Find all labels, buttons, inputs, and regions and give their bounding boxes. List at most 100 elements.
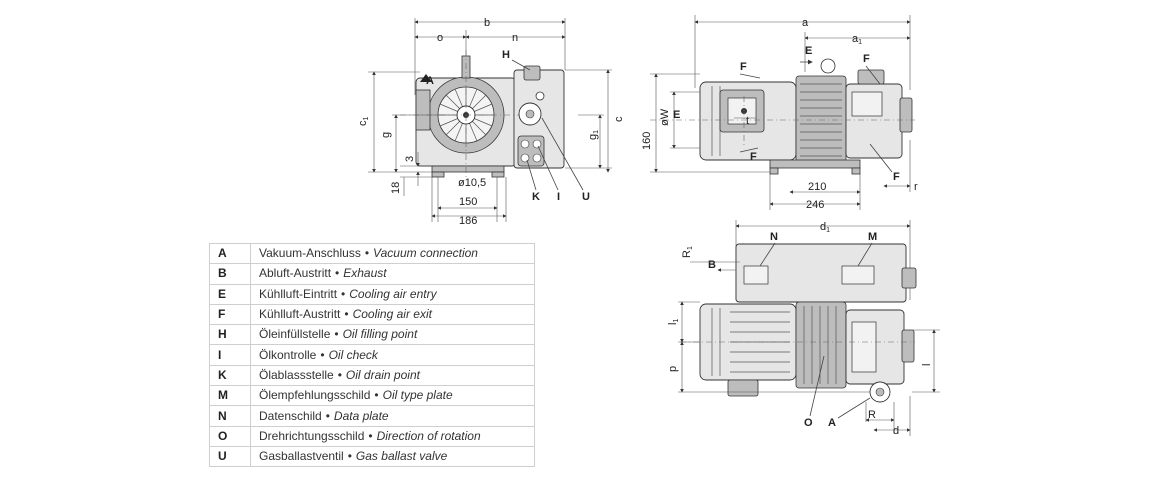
legend-de: Drehrichtungsschild xyxy=(259,428,365,443)
dim-c1: c1 xyxy=(357,117,370,127)
dim-R: R xyxy=(868,409,876,421)
legend-en: Exhaust xyxy=(343,266,387,281)
label-A-top: A xyxy=(828,417,836,429)
dim-210: 210 xyxy=(808,181,826,193)
legend-separator: • xyxy=(368,428,373,443)
legend-row: F Kühlluft-Austritt•Cooling air exit xyxy=(209,303,535,326)
legend-en: Oil drain point xyxy=(345,367,420,382)
dim-b: b xyxy=(484,17,490,29)
legend-separator: • xyxy=(325,408,330,423)
side-view: a a1 xyxy=(641,15,918,211)
legend-code: N xyxy=(209,405,251,427)
dim-186: 186 xyxy=(459,215,477,227)
label-H: H xyxy=(502,49,510,61)
dim-160: 160 xyxy=(641,132,653,150)
dim-c: c xyxy=(613,116,625,122)
dim-246: 246 xyxy=(806,199,824,211)
dim-n: n xyxy=(512,32,518,44)
legend-de: Ölablassstelle xyxy=(259,367,334,382)
legend-de: Öleinfüllstelle xyxy=(259,327,331,342)
legend-description: Drehrichtungsschild•Direction of rotatio… xyxy=(250,425,535,447)
dim-d: d xyxy=(893,425,899,437)
legend-separator: • xyxy=(344,307,349,322)
label-N: N xyxy=(770,231,778,243)
front-view: b o n xyxy=(357,17,625,227)
legend-de: Gasballastventil xyxy=(259,449,344,464)
dim-g1: g1 xyxy=(587,130,600,140)
dim-ow: øW xyxy=(659,108,671,126)
legend-description: Ölkontrolle•Oil check xyxy=(250,344,535,366)
legend-de: Datenschild xyxy=(259,408,322,423)
dim-g: g xyxy=(380,132,392,138)
dim-p: p xyxy=(667,366,679,372)
legend-description: Ölempfehlungsschild•Oil type plate xyxy=(250,385,535,407)
label-F-top-right: F xyxy=(863,53,870,65)
dim-t: t xyxy=(746,115,749,127)
dim-a: a xyxy=(802,17,809,29)
legend-de: Kühlluft-Austritt xyxy=(259,307,341,322)
legend-de: Ölkontrolle xyxy=(259,347,317,362)
label-B: B xyxy=(708,259,716,271)
legend-de: Vakuum-Anschluss xyxy=(259,246,361,261)
legend-code: A xyxy=(209,242,251,265)
legend-en: Oil filling point xyxy=(342,327,418,342)
dim-a1: a1 xyxy=(852,33,862,46)
legend-de: Ölempfehlungsschild xyxy=(259,388,371,403)
legend-en: Oil check xyxy=(328,347,378,362)
label-O: O xyxy=(804,417,813,429)
top-view: d1 N M B R1 xyxy=(667,220,940,437)
legend-en: Oil type plate xyxy=(382,388,453,403)
legend-description: Vakuum-Anschluss•Vacuum connection xyxy=(250,242,535,265)
legend-en: Cooling air exit xyxy=(352,307,432,322)
legend-description: Kühlluft-Eintritt•Cooling air entry xyxy=(250,283,535,305)
legend-description: Gasballastventil•Gas ballast valve xyxy=(250,445,535,468)
legend-en: Gas ballast valve xyxy=(355,449,448,464)
legend-code: B xyxy=(209,263,251,285)
legend-code: H xyxy=(209,324,251,346)
legend-separator: • xyxy=(320,347,325,362)
dim-l1: l1 xyxy=(667,319,680,325)
legend-description: Abluft-Austritt•Exhaust xyxy=(250,263,535,285)
legend-description: Datenschild•Data plate xyxy=(250,405,535,427)
legend-code: F xyxy=(209,303,251,326)
label-F-top-left: F xyxy=(740,61,747,73)
dim-3: 3 xyxy=(404,156,416,162)
legend-code: K xyxy=(209,364,251,387)
dim-hole: ø10,5 xyxy=(458,177,486,189)
label-F-bottom-left: F xyxy=(750,151,757,163)
legend-separator: • xyxy=(341,286,346,301)
label-E-mid: E xyxy=(673,109,680,121)
legend-de: Kühlluft-Eintritt xyxy=(259,286,338,301)
dim-18: 18 xyxy=(390,182,402,194)
dim-o: o xyxy=(437,32,443,44)
legend-separator: • xyxy=(337,367,342,382)
legend-row: H Öleinfüllstelle•Oil filling point xyxy=(209,324,535,346)
label-F-bottom-right: F xyxy=(893,171,900,183)
dim-d1: d1 xyxy=(820,221,830,234)
legend-separator: • xyxy=(335,266,340,281)
legend-code: I xyxy=(209,344,251,366)
legend-separator: • xyxy=(364,246,370,261)
legend-code: O xyxy=(209,425,251,447)
legend-en: Data plate xyxy=(333,408,389,423)
legend-separator: • xyxy=(334,327,339,342)
legend-description: Ölablassstelle•Oil drain point xyxy=(250,364,535,387)
legend-en: Vacuum connection xyxy=(373,246,478,261)
dim-R1: R1 xyxy=(681,246,694,258)
legend-separator: • xyxy=(347,449,352,464)
dim-l: l xyxy=(921,364,933,366)
label-I: I xyxy=(557,191,560,203)
legend-code: U xyxy=(209,445,251,468)
legend-de: Abluft-Austritt xyxy=(259,266,332,281)
legend-code: E xyxy=(209,283,251,305)
